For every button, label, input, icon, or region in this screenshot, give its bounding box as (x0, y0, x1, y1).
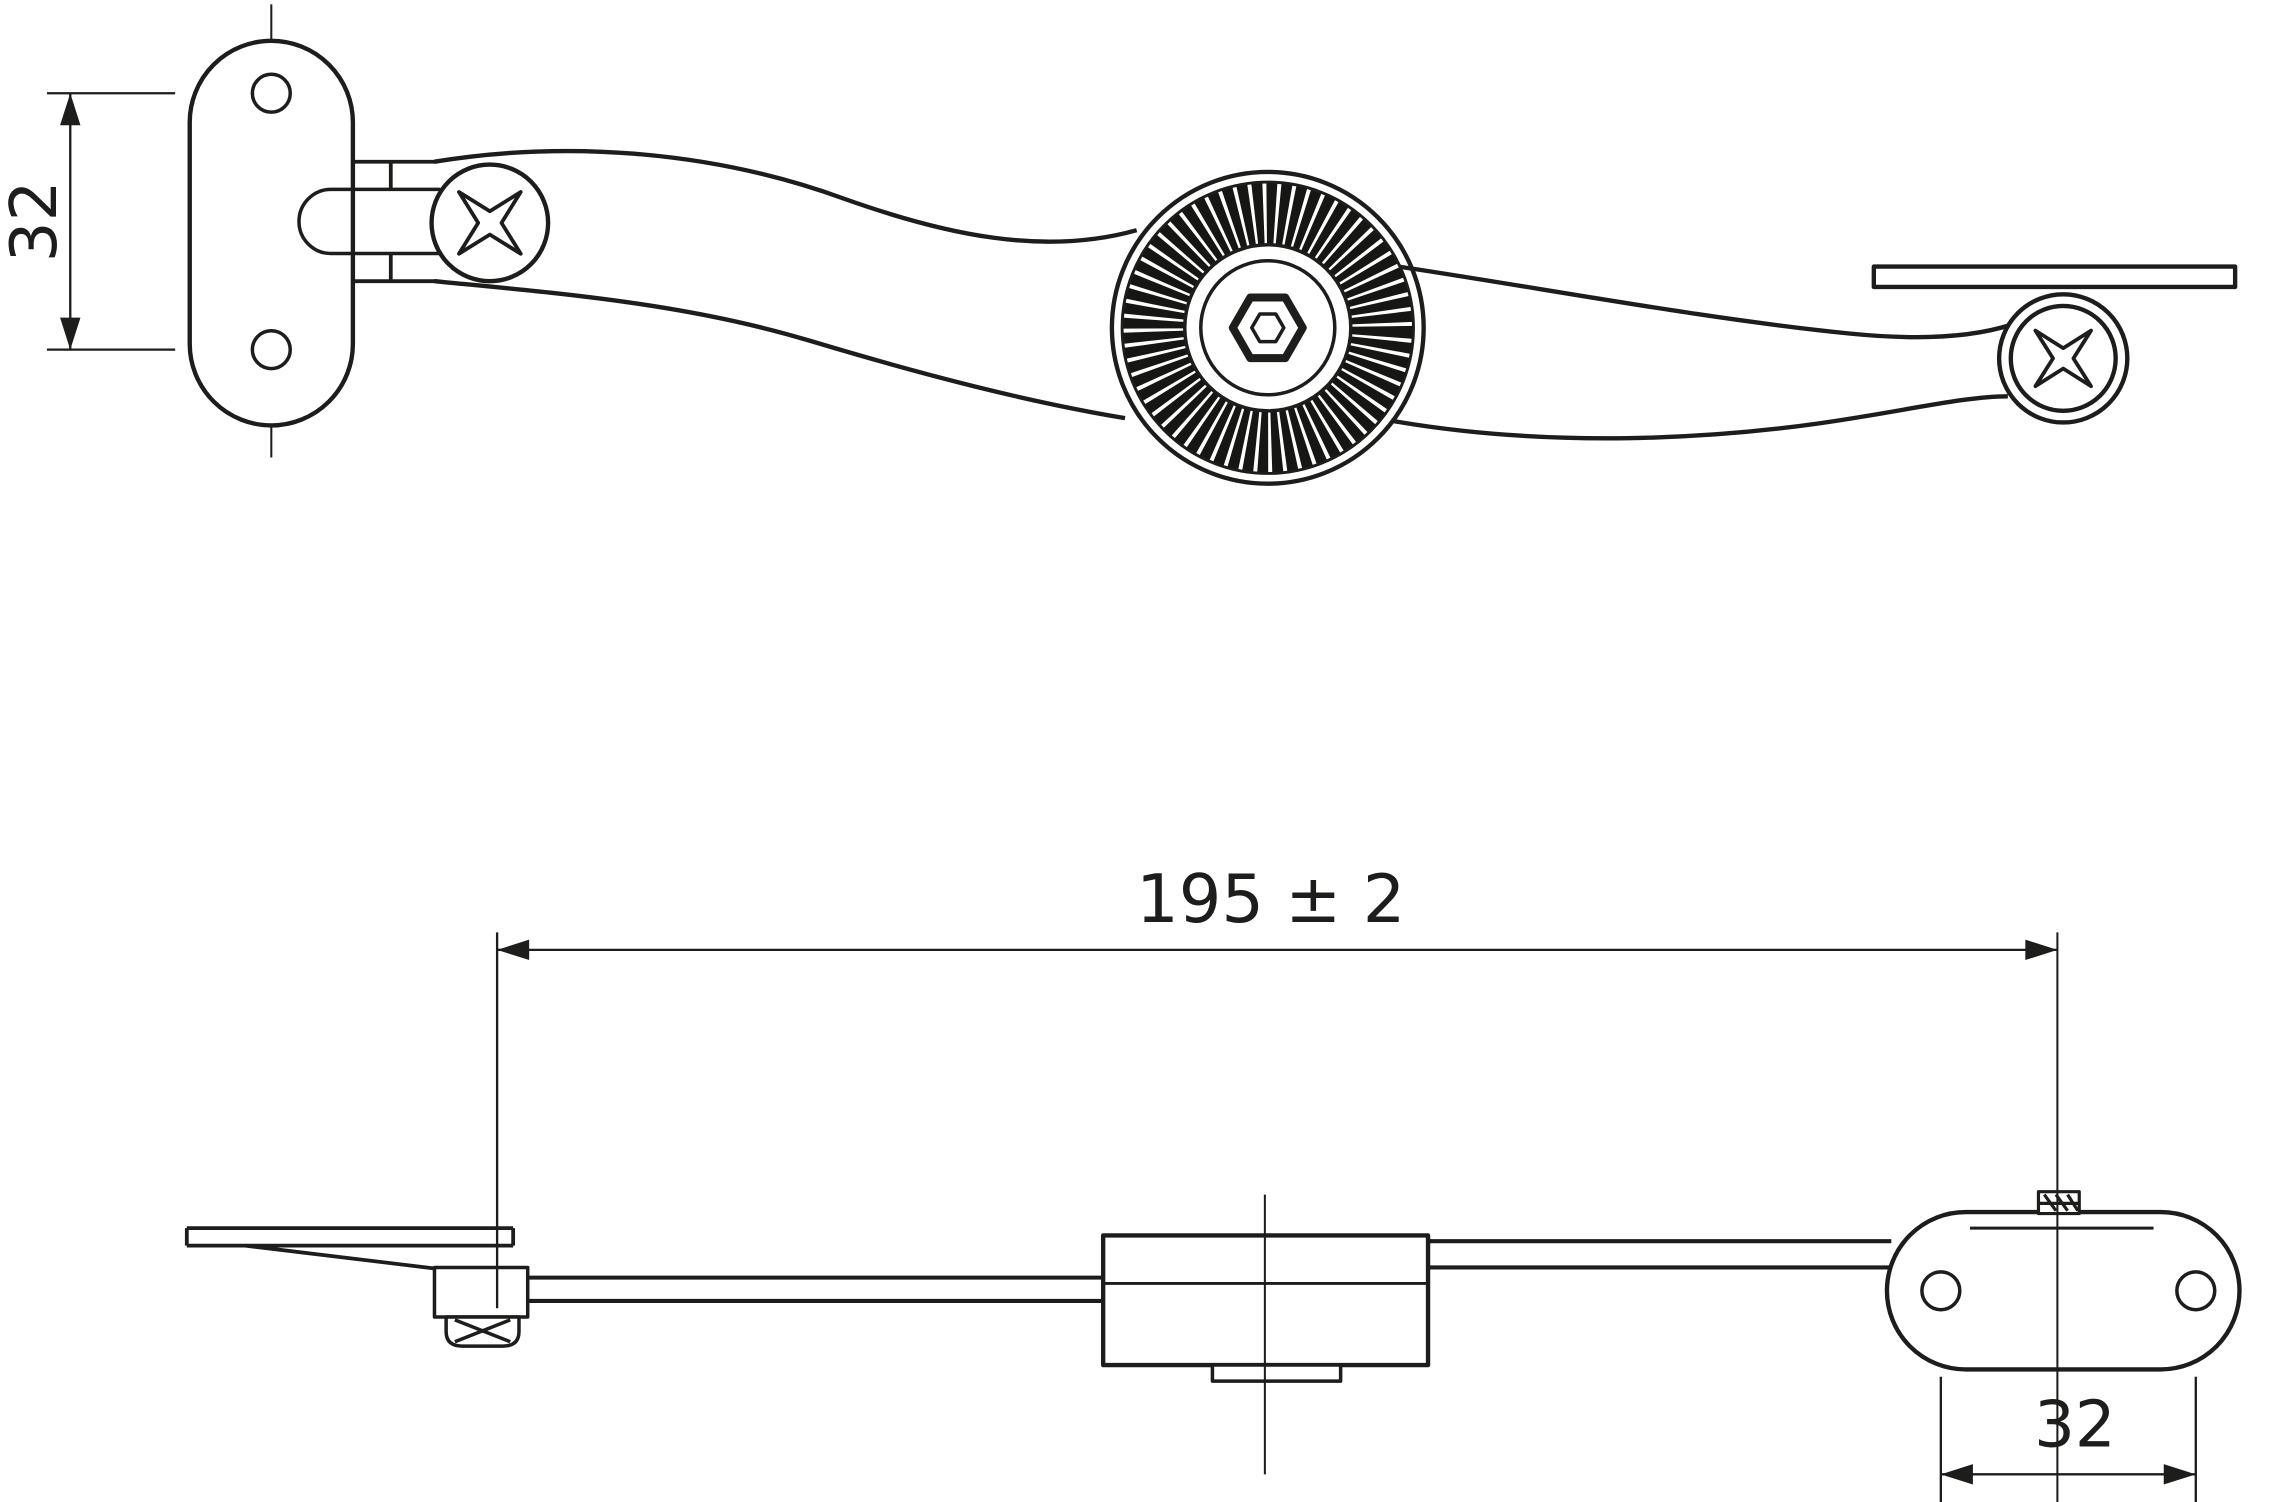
hinge-fork (297, 159, 441, 284)
screw-hole-bottom (250, 328, 292, 371)
hex-hole (1250, 312, 1286, 344)
side-disc-block (1100, 1194, 1431, 1475)
phillips-screw-right (2008, 303, 2118, 414)
arrowhead-right (2025, 939, 2058, 961)
dimension-overall-length: 195 ± 2 (495, 860, 2058, 1309)
phillips-screw-left (429, 162, 551, 284)
side-right-arm (1428, 1239, 1892, 1270)
phillips-cross-icon (2033, 328, 2093, 389)
side-view: 195 ± 2 32 (184, 860, 2242, 1502)
side-left-arm (527, 1275, 1104, 1303)
disc-nub (1210, 1363, 1343, 1383)
dimension-label-hole-spacing-right: 32 (2034, 1389, 2116, 1463)
top-view: 32 (0, 4, 2238, 486)
arrowhead-down (60, 317, 81, 350)
brush-ring (1122, 182, 1414, 474)
screw-hole-left (1920, 1270, 1962, 1312)
right-arm-outline (1392, 264, 2012, 441)
arrowhead-right (2163, 1464, 2196, 1485)
left-arm-outline (434, 148, 1138, 421)
dimension-hole-spacing-left: 32 (0, 92, 176, 351)
dimension-label-overall-length: 195 ± 2 (1136, 860, 1405, 938)
side-right-plate (1884, 932, 2242, 1502)
arm-boss (1996, 292, 2130, 425)
dimension-label-hole-spacing-left: 32 (0, 181, 72, 263)
left-mounting-plate (187, 4, 356, 458)
arrowhead-left (497, 939, 530, 961)
plate-edge (1871, 264, 2238, 290)
pivot-slot (297, 187, 441, 256)
screw-hole-top (250, 72, 292, 114)
friction-disc (1109, 169, 1426, 486)
pivot-pin-end (2036, 1190, 2081, 1216)
hex-socket (1228, 293, 1307, 363)
arrowhead-left (1940, 1464, 1973, 1485)
phillips-cross-icon (457, 190, 523, 256)
arrowhead-up (60, 93, 81, 126)
screw-hole-right (2175, 1270, 2217, 1312)
side-left-pivot (432, 1265, 530, 1348)
plate-outline (187, 38, 356, 428)
right-mounting-plate (1871, 264, 2238, 425)
dimension-hole-spacing-right: 32 (1939, 1376, 2197, 1502)
